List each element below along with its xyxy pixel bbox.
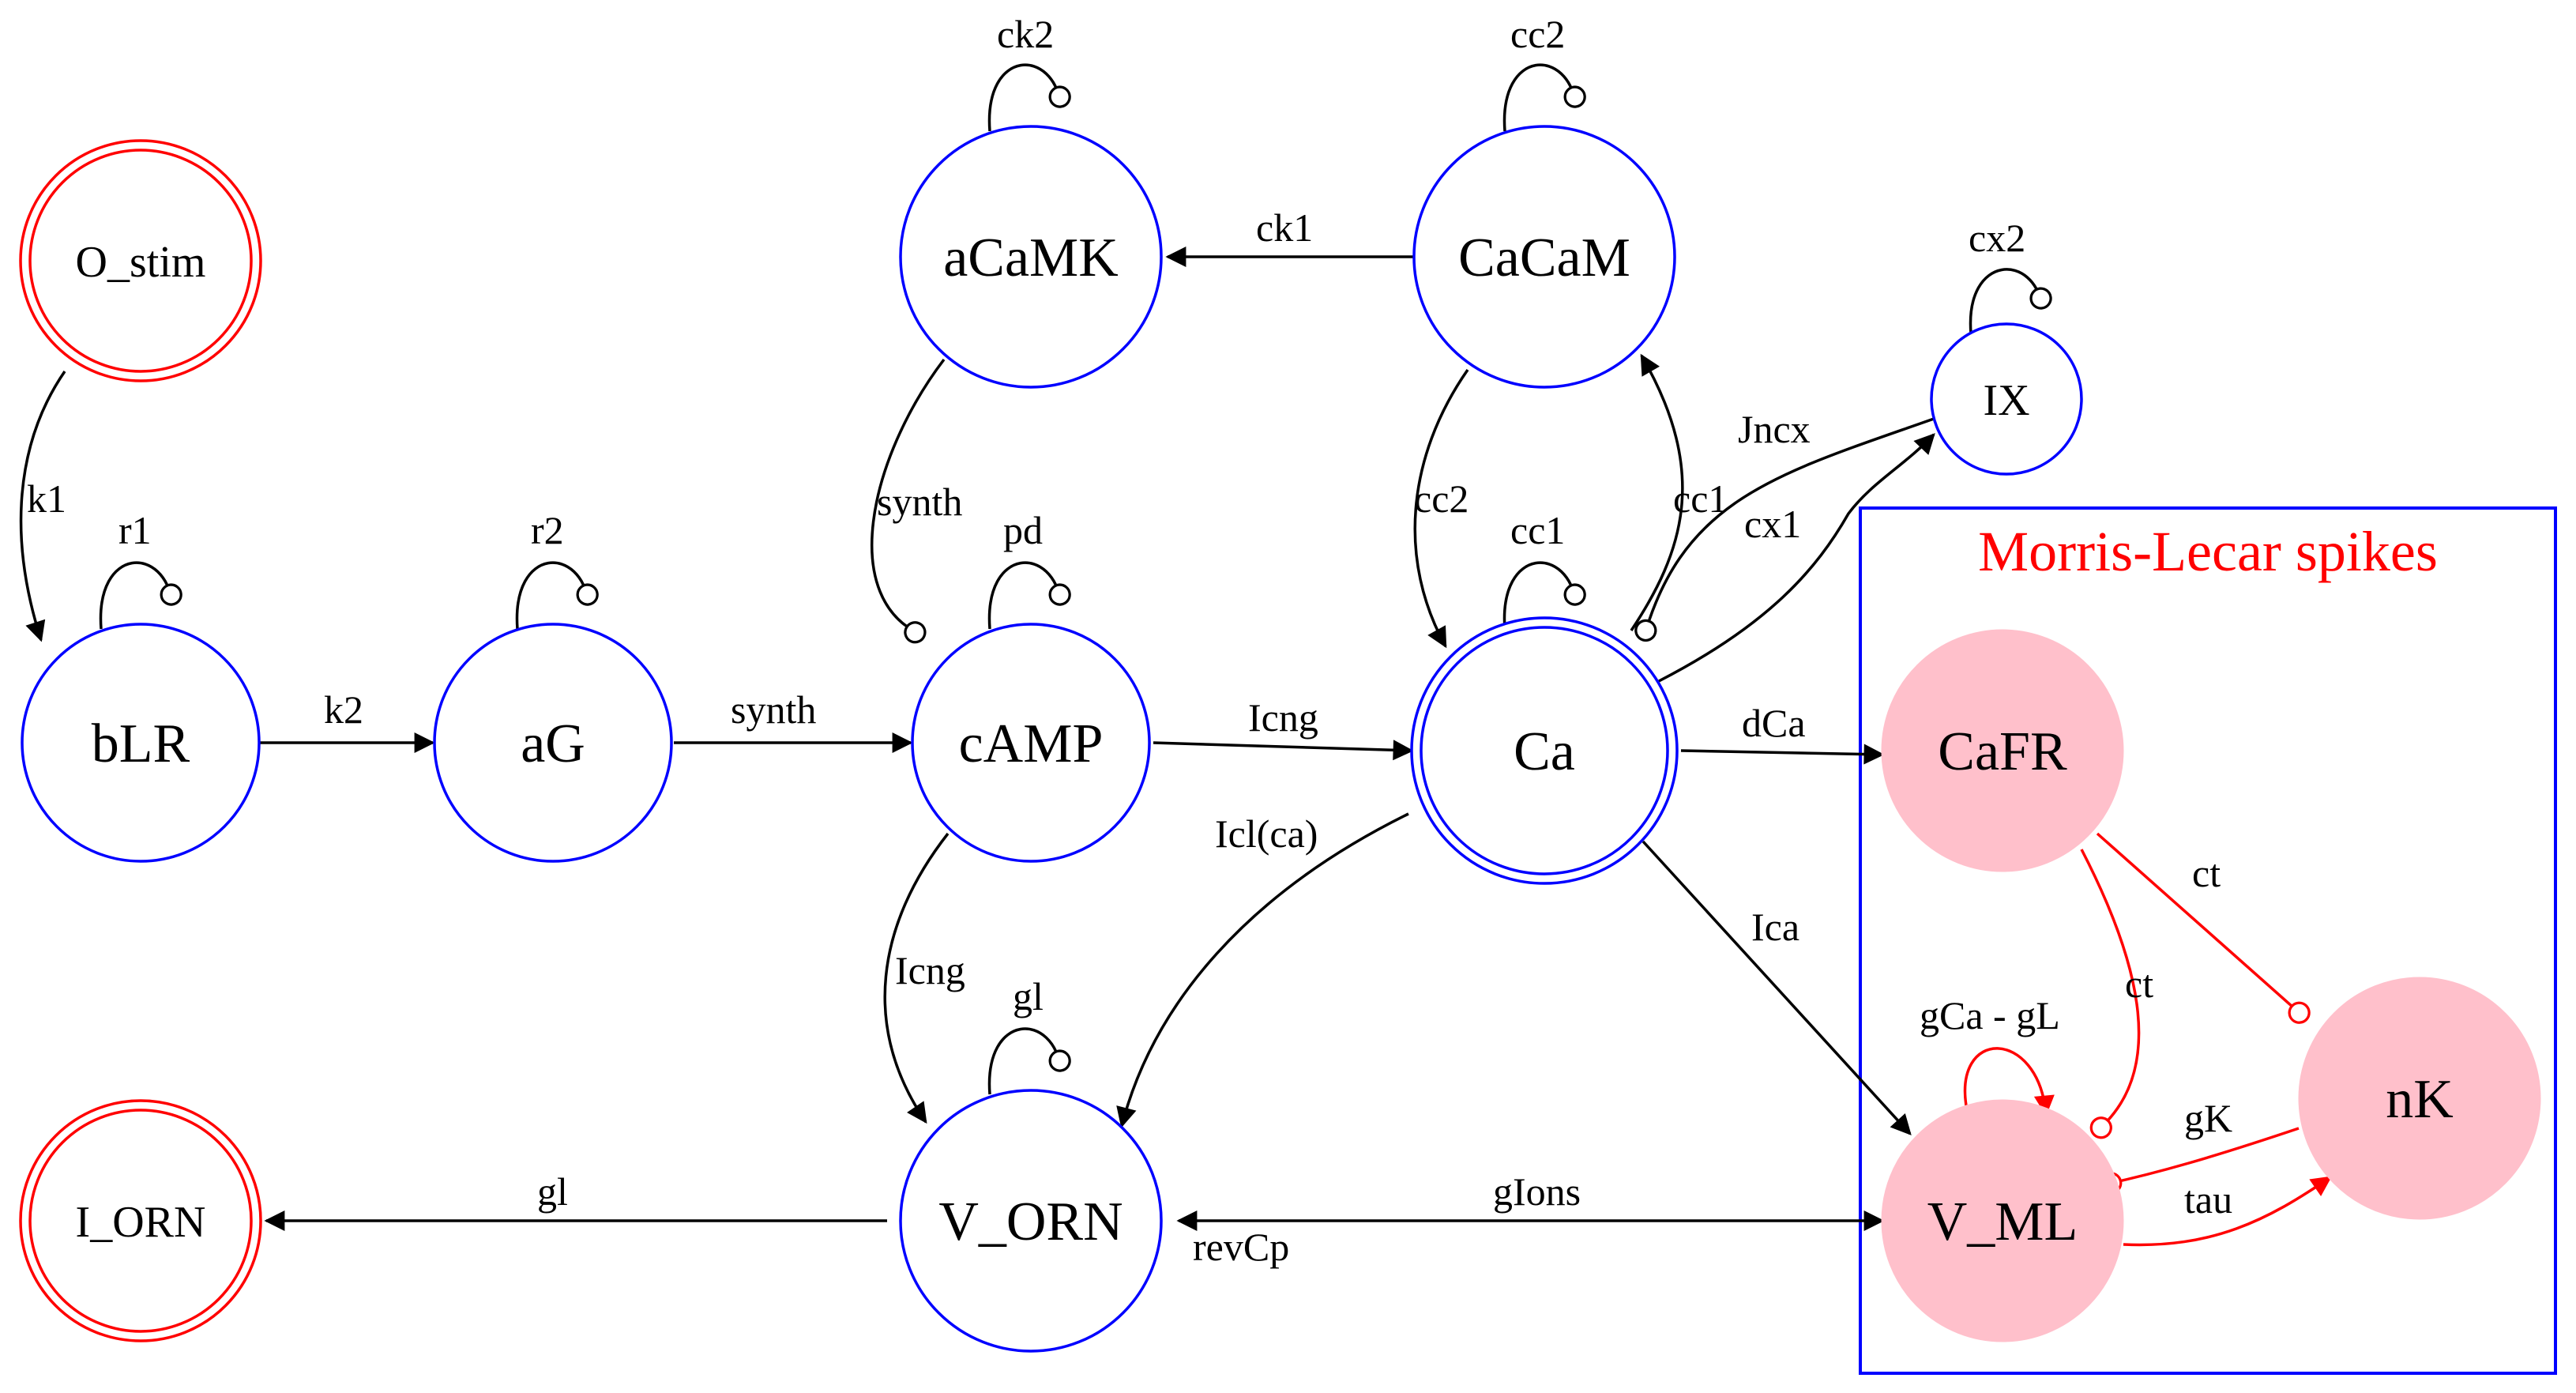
edge-label-r1: r1 (118, 508, 152, 552)
edge-label-dca: dCa (1742, 701, 1806, 745)
node-ix[interactable]: IX (1930, 322, 2083, 476)
edge-label-ica: Ica (1751, 905, 1799, 949)
edge-icl (1116, 812, 1409, 1128)
node-v-ml[interactable]: V_ML (1881, 1099, 2124, 1342)
edge-ica (1641, 840, 1912, 1135)
edge-labels: k1 r1 r2 k2 synth pd synth ck2 ck1 cc2 c… (27, 12, 2232, 1269)
node-v-orn[interactable]: V_ORN (899, 1089, 1163, 1353)
node-ca[interactable]: Ca (1410, 616, 1679, 885)
edge-label-cx2: cx2 (1969, 216, 2025, 260)
edge-label-k1: k1 (27, 476, 66, 521)
edge-jncx (1634, 417, 1935, 642)
node-acamk[interactable]: aCaMK (899, 125, 1163, 389)
edge-gca-gl-loop (1963, 1047, 2055, 1116)
edge-label-gions: gIons (1493, 1169, 1581, 1214)
node-cafr[interactable]: CaFR (1881, 629, 2124, 872)
edge-cc1-ca-cacam (1630, 353, 1684, 631)
edge-cx2-loop (1969, 268, 2052, 334)
edge-label-gl-self: gl (1013, 974, 1044, 1018)
node-label-cafr: CaFR (1938, 721, 2067, 782)
edge-label-synth-ag-camp: synth (731, 687, 816, 732)
edge-tau (2123, 1176, 2333, 1247)
edge-dca (1680, 744, 1885, 765)
edge-label-cc1-self: cc1 (1510, 508, 1565, 552)
nodes: O_stim I_ORN bLR aG cAMP aCaMK (19, 125, 2541, 1353)
edge-label-cc2-self: cc2 (1510, 12, 1565, 56)
edge-r2-loop (515, 561, 599, 630)
node-camp[interactable]: cAMP (911, 623, 1151, 863)
node-label-camp: cAMP (959, 713, 1104, 774)
edge-label-icng-camp-ca: Icng (1248, 695, 1318, 740)
node-label-ix: IX (1983, 376, 2029, 425)
node-label-blr: bLR (92, 713, 190, 774)
edge-cx1 (1658, 433, 1935, 683)
edge-label-gl-vorn-iorn: gl (537, 1169, 568, 1214)
edge-synth-acamk-camp (871, 358, 946, 644)
node-label-v-ml: V_ML (1927, 1192, 2078, 1252)
edge-gl-loop (987, 1027, 1071, 1095)
edge-icng-camp-ca (1153, 740, 1414, 761)
edge-gk (2100, 1127, 2300, 1195)
edge-ck2-loop (987, 63, 1071, 132)
edge-r1-loop (99, 561, 182, 630)
edge-label-r2: r2 (531, 508, 564, 552)
edges (19, 63, 2052, 1231)
edge-label-ct-cafr-nk: ct (2192, 851, 2221, 895)
edge-label-ck2: ck2 (997, 12, 1054, 56)
node-label-ag: aG (521, 713, 585, 774)
edge-label-cc2-cacam-ca: cc2 (1414, 476, 1469, 521)
node-label-o-stim: O_stim (76, 238, 206, 287)
edge-label-cc1-ca-cacam: cc1 (1673, 476, 1728, 521)
edge-label-jncx: Jncx (1738, 407, 1811, 451)
node-label-i-orn: I_ORN (76, 1198, 206, 1247)
edge-label-gca-gl: gCa - gL (1920, 993, 2060, 1037)
node-label-ca: Ca (1514, 721, 1575, 782)
node-ag[interactable]: aG (433, 623, 673, 863)
edge-label-icng-camp-vorn: Icng (895, 948, 965, 992)
node-label-cacam: CaCaM (1458, 228, 1630, 288)
edge-cc1-loop (1502, 561, 1586, 630)
edge-icng-camp-vorn (883, 832, 950, 1124)
edge-label-synth-acamk-camp: synth (877, 480, 962, 524)
node-o-stim[interactable]: O_stim (19, 139, 262, 382)
node-label-v-orn: V_ORN (938, 1192, 1123, 1252)
edge-ct-cafr-nk (2096, 832, 2311, 1024)
cluster-label: Morris-Lecar spikes (1978, 520, 2438, 583)
edge-cc2-cacam-ca (1413, 369, 1469, 649)
edge-label-k2: k2 (324, 687, 363, 732)
edge-label-icl: Icl(ca) (1215, 811, 1318, 856)
edge-label-revcp: revCp (1193, 1225, 1289, 1269)
node-cacam[interactable]: CaCaM (1412, 125, 1676, 389)
edge-label-ck1: ck1 (1256, 205, 1313, 250)
edge-label-ct-cafr-vml: ct (2125, 962, 2153, 1006)
edge-label-gk: gK (2184, 1096, 2232, 1140)
edge-ct-cafr-vml (2080, 849, 2141, 1139)
edge-label-cx1: cx1 (1744, 502, 1801, 546)
edge-label-pd: pd (1003, 508, 1043, 552)
edge-k1 (19, 371, 66, 642)
edge-pd-loop (987, 561, 1071, 630)
node-label-acamk: aCaMK (943, 228, 1119, 288)
morris-lecar-cluster: Morris-Lecar spikes (1859, 506, 2557, 1375)
node-i-orn[interactable]: I_ORN (19, 1099, 262, 1342)
node-nk[interactable]: nK (2298, 977, 2541, 1220)
ml-edges (1963, 832, 2333, 1247)
edge-label-tau: tau (2184, 1177, 2232, 1222)
edge-cc2-loop (1502, 63, 1586, 132)
node-blr[interactable]: bLR (21, 623, 261, 863)
node-label-nk: nK (2386, 1069, 2454, 1130)
